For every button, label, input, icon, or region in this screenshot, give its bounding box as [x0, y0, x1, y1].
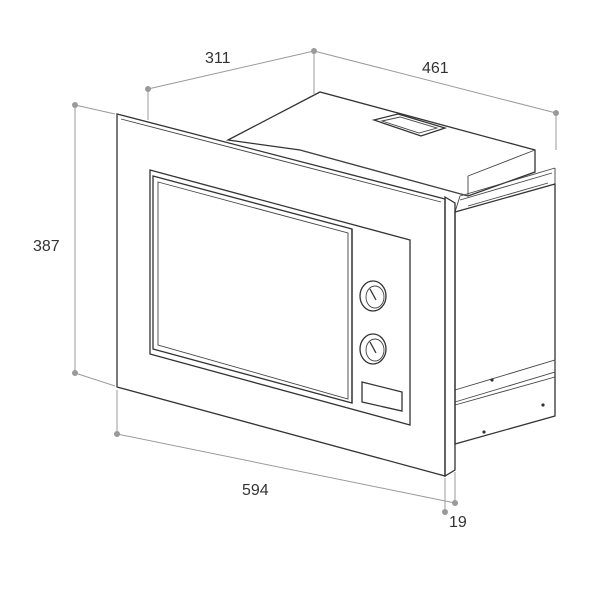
housing-top: [225, 91, 536, 197]
depth-label: 311: [205, 50, 231, 67]
dimension-594: 594: [114, 390, 456, 512]
dimension-19: 19: [442, 500, 467, 531]
foot-mark: [482, 430, 486, 434]
timer-knob: [359, 280, 387, 312]
frame-edge: [444, 195, 456, 478]
width-bottom-label: 594: [242, 482, 269, 499]
height-label: 387: [33, 238, 60, 255]
front-frame: [116, 113, 456, 478]
width-top-label: 461: [422, 60, 449, 77]
foot-mark: [490, 378, 494, 382]
dimension-461: 461: [313, 50, 559, 150]
door-release-button: [361, 381, 403, 412]
top-vent: [371, 113, 448, 137]
dimension-311: 311: [145, 48, 317, 120]
door-window: [152, 175, 353, 404]
power-knob: [359, 333, 387, 365]
door-outline: [149, 169, 411, 426]
door: [149, 169, 411, 426]
foot-mark: [541, 403, 545, 407]
housing-side: [454, 183, 556, 445]
control-panel: [351, 229, 403, 412]
microwave-body: [225, 91, 556, 445]
frame-depth-label: 19: [449, 514, 467, 531]
frame-front: [116, 113, 446, 477]
dimension-387: 387: [33, 102, 116, 387]
